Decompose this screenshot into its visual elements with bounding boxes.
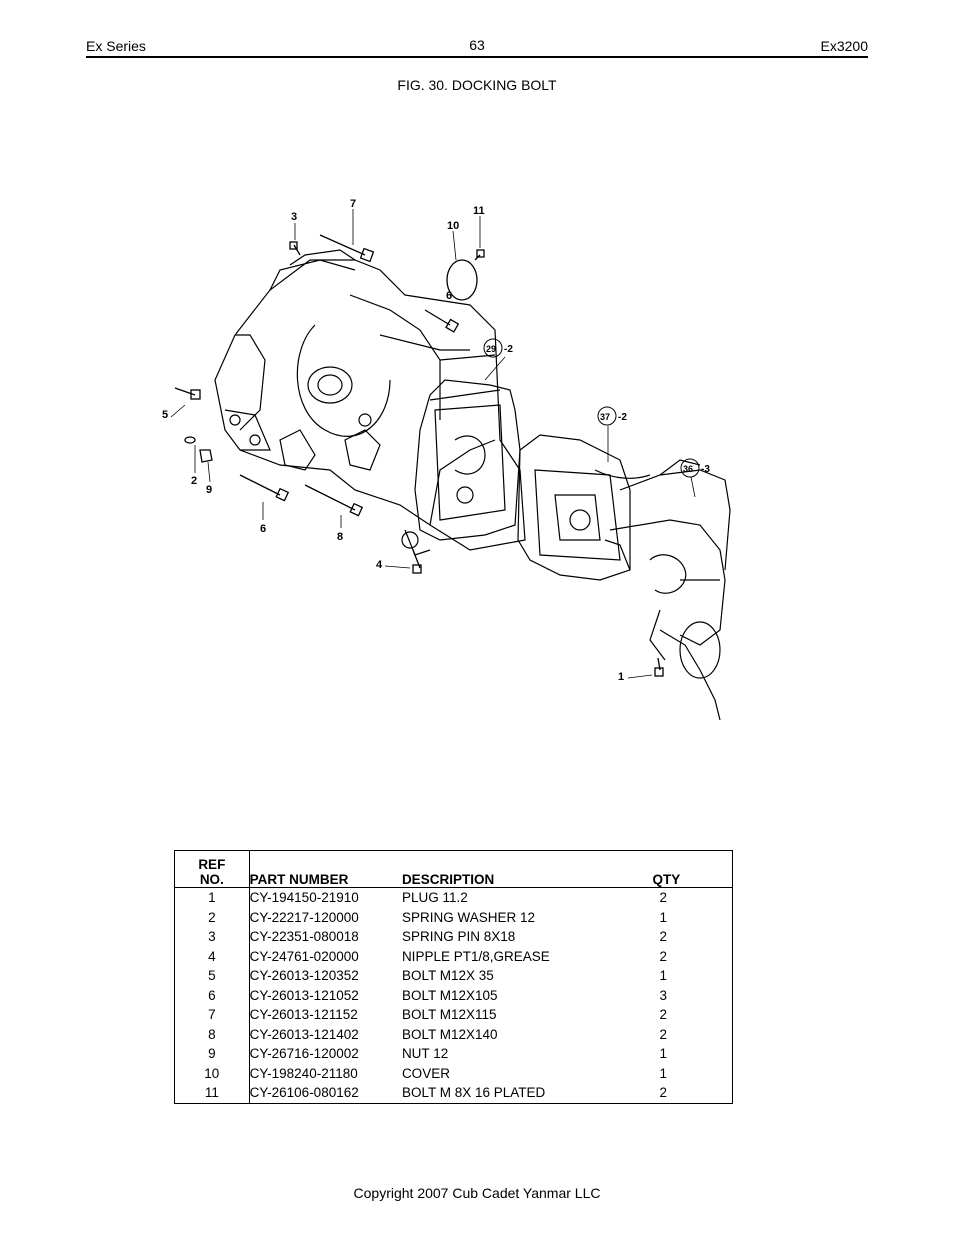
description-cell: BOLT M 8X 16 PLATED: [401, 1085, 546, 1101]
qty-cell: 2: [659, 1007, 667, 1023]
ref-cell: 9: [174, 1044, 250, 1064]
callout-6-upper: 6: [446, 290, 452, 302]
part-number-cell: CY-26013-121402: [249, 1026, 359, 1042]
part-number-cell: CY-198240-21180: [249, 1065, 358, 1081]
part-number-cell: CY-22217-120000: [249, 909, 359, 925]
ref-36-suffix: -3: [701, 464, 710, 475]
ref-cell: 5: [174, 966, 250, 986]
ref-29-num: 29: [486, 344, 496, 354]
ref-37-suffix: -2: [618, 412, 627, 423]
qty-cell: 1: [659, 1046, 667, 1062]
transmission-housing-middle: [401, 379, 521, 556]
callout-3: 3: [291, 211, 297, 223]
qty-cell: 2: [659, 1026, 667, 1042]
description-cell: COVER: [401, 1065, 450, 1081]
transmission-housing-front: [214, 249, 526, 551]
callout-5: 5: [162, 409, 168, 421]
exploded-parts-diagram: 3 7 10 11 6 5 2 9 6 8 4 1 29 -2 37 -2 36…: [162, 198, 731, 721]
part-number-cell: CY-22351-080018: [249, 929, 359, 945]
ref-cell: 11: [174, 1083, 250, 1103]
ref-cell: 6: [174, 985, 250, 1005]
header-ref-no: REF NO.: [174, 850, 250, 888]
description-cell: NIPPLE PT1/8,GREASE: [401, 948, 550, 964]
description-cell: BOLT M12X 35: [401, 968, 494, 984]
leader-lines: [170, 209, 696, 679]
ref-cell: 7: [174, 1005, 250, 1025]
ref-cell: 8: [174, 1024, 250, 1044]
ref-cell: 10: [174, 1063, 250, 1083]
ref-cell: 1: [174, 887, 250, 908]
reference-callouts: 29 -2 37 -2 36 -3: [483, 338, 710, 478]
description-cell: SPRING PIN 8X18: [401, 929, 516, 945]
header-rule: [86, 56, 868, 58]
part-number-cell: CY-26106-080162: [249, 1085, 359, 1101]
callout-4: 4: [376, 559, 383, 571]
part-number-cell: CY-24761-020000: [249, 948, 359, 964]
part-number-cell: CY-26013-121152: [249, 1007, 358, 1023]
qty-cell: 1: [659, 909, 667, 925]
callout-9: 9: [206, 484, 212, 496]
page-number: 63: [469, 37, 485, 53]
transmission-housing-rear: [517, 434, 731, 721]
header-series: Ex Series: [86, 38, 146, 54]
part-number-cell: CY-194150-21910: [249, 890, 359, 906]
ref-37-num: 37: [600, 412, 610, 422]
header-part-number: PART NUMBER: [249, 872, 349, 887]
part-number-cell: CY-26013-120352: [249, 968, 359, 984]
ref-cell: 4: [174, 946, 250, 966]
part-number-cell: CY-26716-120002: [249, 1046, 359, 1062]
copyright-footer: Copyright 2007 Cub Cadet Yanmar LLC: [353, 1185, 601, 1201]
part-number-cell: CY-26013-121052: [249, 987, 359, 1003]
callout-2: 2: [191, 475, 197, 487]
header-model: Ex3200: [820, 38, 868, 54]
figure-title: FIG. 30. DOCKING BOLT: [397, 77, 557, 93]
header-ref-line1: REF: [198, 857, 226, 872]
description-cell: BOLT M12X140: [401, 1026, 498, 1042]
qty-cell: 2: [659, 948, 667, 964]
callout-11: 11: [473, 205, 485, 217]
ref-36-num: 36: [683, 464, 693, 474]
callout-labels: 3 7 10 11 6 5 2 9 6 8 4 1: [162, 198, 624, 683]
callout-7: 7: [350, 198, 356, 210]
qty-cell: 2: [659, 1085, 667, 1101]
table-header-row: REF NO. PART NUMBER DESCRIPTION QTY: [174, 850, 733, 888]
description-cell: BOLT M12X115: [401, 1007, 497, 1023]
callout-10: 10: [447, 220, 459, 232]
header-qty: QTY: [652, 872, 681, 887]
callout-1: 1: [618, 671, 624, 683]
qty-cell: 1: [659, 1065, 667, 1081]
qty-cell: 2: [659, 929, 667, 945]
ref-cell: 2: [174, 907, 250, 927]
description-cell: SPRING WASHER 12: [401, 909, 535, 925]
header-ref-line2: NO.: [199, 872, 224, 887]
description-cell: PLUG 11.2: [401, 890, 468, 906]
bolts-and-fasteners: [174, 234, 664, 677]
callout-6-lower: 6: [260, 523, 266, 535]
qty-cell: 1: [659, 968, 667, 984]
callout-8: 8: [337, 531, 343, 543]
qty-cell: 3: [659, 987, 667, 1003]
ref-cell: 3: [174, 927, 250, 947]
qty-cell: 2: [659, 890, 667, 906]
header-description: DESCRIPTION: [401, 872, 495, 887]
ref-29-suffix: -2: [504, 344, 513, 355]
description-cell: NUT 12: [401, 1046, 449, 1062]
description-cell: BOLT M12X105: [401, 987, 498, 1003]
